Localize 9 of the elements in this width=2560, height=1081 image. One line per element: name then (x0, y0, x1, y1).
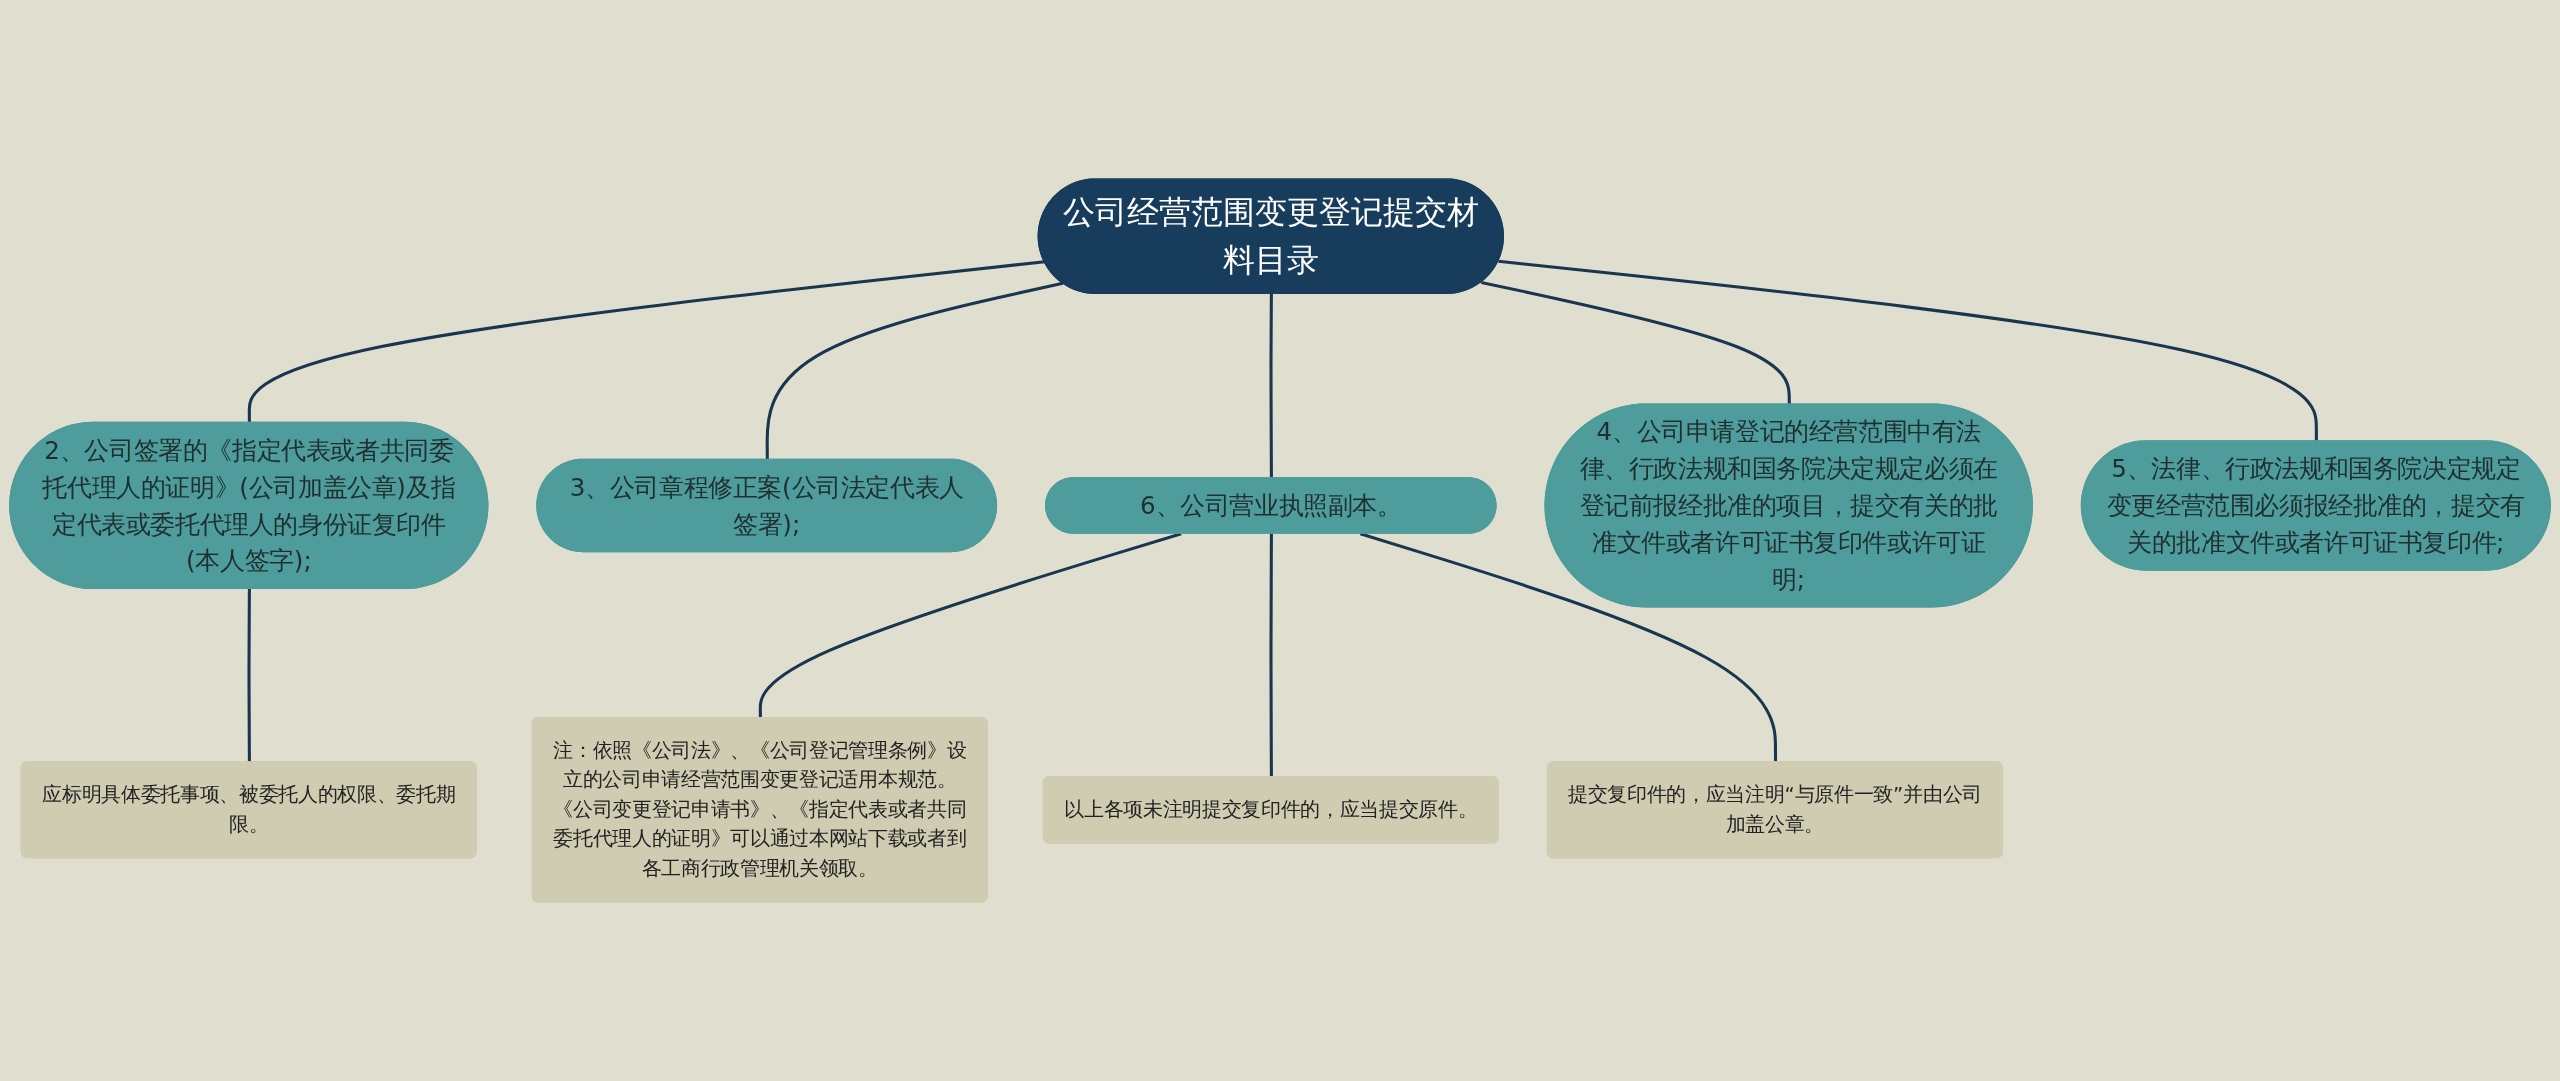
connector (1359, 532, 1778, 763)
connector (1269, 533, 1273, 778)
connector (247, 260, 1045, 424)
connector (1498, 259, 2318, 442)
connector (1480, 280, 1791, 405)
connector (758, 532, 1182, 719)
connector (765, 281, 1064, 460)
connector (247, 589, 251, 763)
connector (1269, 293, 1273, 479)
